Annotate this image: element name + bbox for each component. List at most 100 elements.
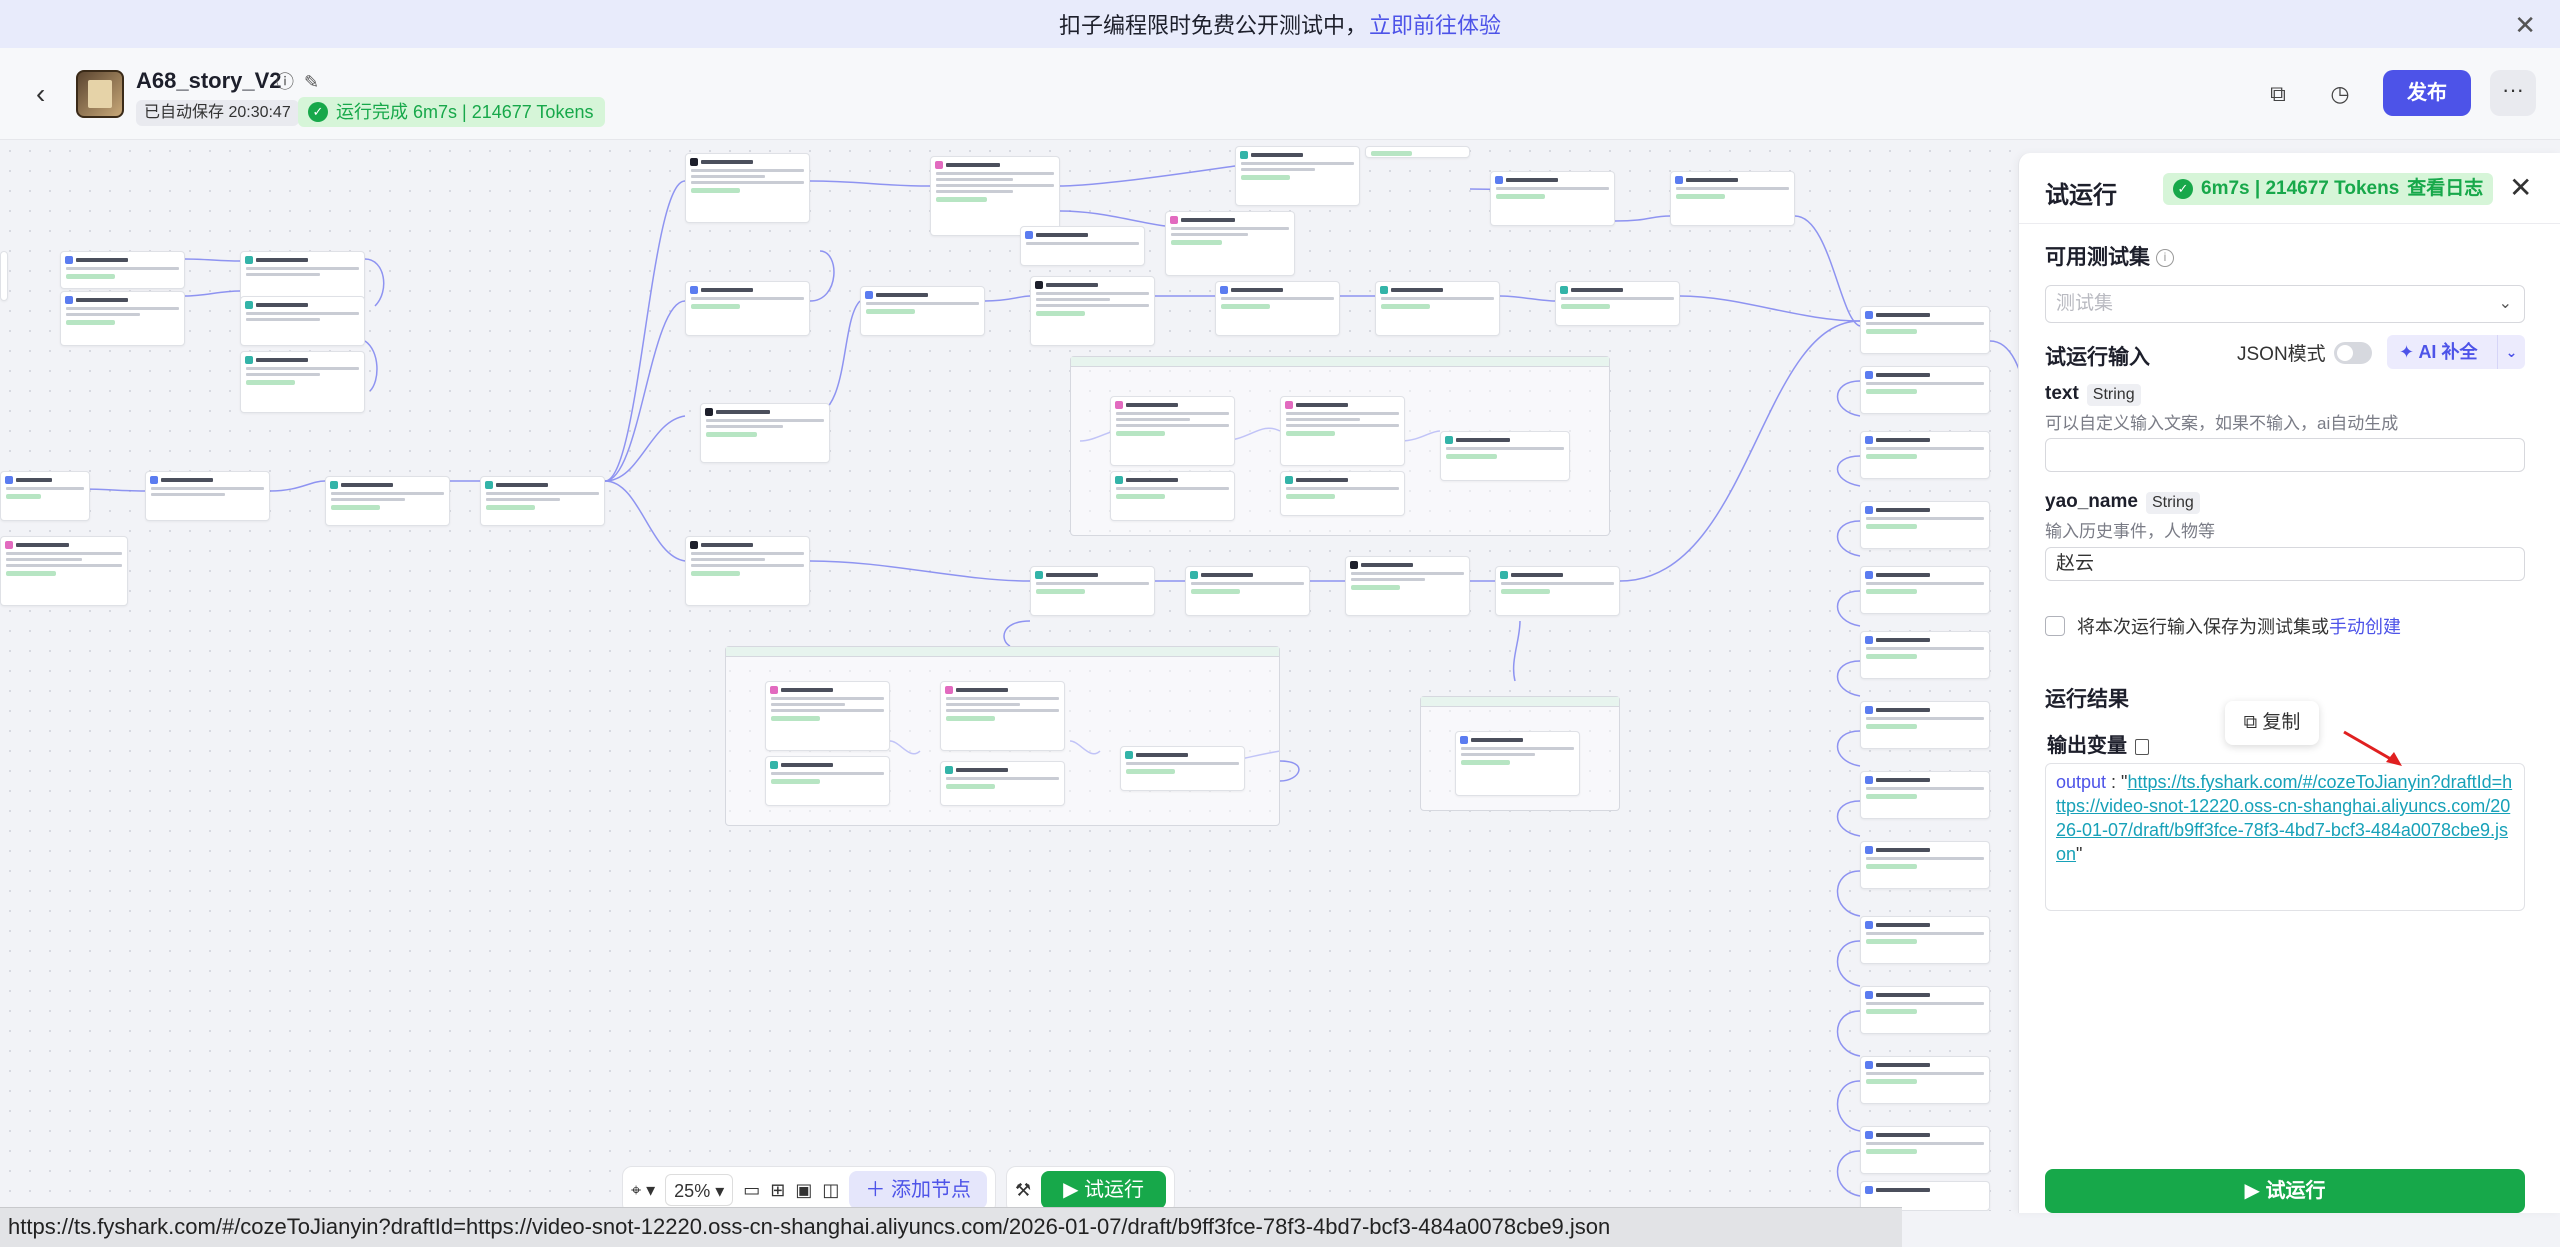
- workflow-node[interactable]: [1555, 281, 1680, 326]
- workflow-node[interactable]: [1860, 1181, 1990, 1211]
- workflow-node[interactable]: [940, 681, 1065, 751]
- output-url-link[interactable]: https://ts.fyshark.com/#/cozeToJianyin?d…: [2056, 772, 2513, 864]
- ai-fill-button[interactable]: ✦ AI 补全 ⌄: [2387, 335, 2525, 369]
- workflow-node[interactable]: [1030, 566, 1155, 616]
- layout-icon[interactable]: ⊞: [770, 1179, 786, 1200]
- workflow-node[interactable]: [1860, 631, 1990, 679]
- workflow-node[interactable]: [1235, 146, 1360, 206]
- view-log-link[interactable]: 查看日志: [2407, 178, 2484, 199]
- close-icon[interactable]: ✕: [2509, 172, 2533, 203]
- yao-name-input[interactable]: 赵云: [2045, 547, 2525, 581]
- output-value-box: output : "https://ts.fyshark.com/#/cozeT…: [2045, 763, 2525, 911]
- toggle-switch[interactable]: [2333, 341, 2372, 364]
- workflow-node[interactable]: [1860, 566, 1990, 614]
- workflow-node[interactable]: [685, 281, 810, 336]
- more-button[interactable]: ···: [2490, 70, 2536, 116]
- history-icon[interactable]: ◷: [2330, 81, 2350, 106]
- workflow-node[interactable]: [1860, 431, 1990, 479]
- workflow-node[interactable]: [1455, 731, 1580, 796]
- workflow-node[interactable]: [1860, 306, 1990, 354]
- minimap-icon[interactable]: ▣: [795, 1179, 813, 1200]
- workflow-node[interactable]: [1860, 841, 1990, 889]
- publish-button[interactable]: 发布: [2383, 70, 2471, 116]
- workflow-node[interactable]: [1215, 281, 1340, 336]
- workflow-node[interactable]: [1670, 171, 1795, 226]
- workflow-node[interactable]: [1440, 431, 1570, 481]
- workflow-node[interactable]: [1020, 226, 1145, 266]
- workflow-node[interactable]: [240, 296, 365, 346]
- save-testset-checkbox[interactable]: [2045, 616, 2065, 636]
- workflow-node[interactable]: [930, 156, 1060, 236]
- workflow-node[interactable]: [860, 286, 985, 336]
- edit-icon[interactable]: ✎: [304, 72, 330, 92]
- workflow-node[interactable]: [1110, 471, 1235, 521]
- testset-select[interactable]: 测试集 ⌄: [2045, 285, 2525, 323]
- workflow-node[interactable]: [1860, 366, 1990, 414]
- workflow-node[interactable]: [0, 471, 90, 521]
- workflow-node[interactable]: [1860, 501, 1990, 549]
- workflow-node[interactable]: [1120, 746, 1245, 791]
- info-icon[interactable]: i: [2156, 249, 2174, 268]
- copy-icon[interactable]: [2135, 738, 2149, 755]
- workflow-node[interactable]: [940, 761, 1065, 806]
- text-input[interactable]: [2045, 438, 2525, 472]
- workflow-node[interactable]: [60, 291, 185, 346]
- workflow-node[interactable]: [1110, 396, 1235, 466]
- workflow-node[interactable]: [240, 351, 365, 413]
- workflow-node[interactable]: [0, 251, 8, 301]
- workflow-node[interactable]: [1280, 396, 1405, 466]
- workflow-node[interactable]: [1280, 471, 1405, 516]
- workflow-node[interactable]: [1345, 556, 1470, 616]
- run-status-text: 运行完成 6m7s | 214677 Tokens: [336, 102, 594, 122]
- run-summary-badge: ✓ 6m7s | 214677 Tokens 查看日志: [2163, 173, 2494, 205]
- copy-icon[interactable]: ⧉: [2270, 81, 2286, 106]
- workflow-node[interactable]: [1030, 276, 1155, 346]
- add-node-button[interactable]: ＋ 添加节点: [849, 1171, 987, 1209]
- run-status-badge[interactable]: ✓ 运行完成 6m7s | 214677 Tokens: [298, 97, 606, 127]
- workflow-node[interactable]: [1365, 146, 1470, 158]
- workflow-node[interactable]: [685, 153, 810, 223]
- workflow-node[interactable]: [1375, 281, 1500, 336]
- workflow-node[interactable]: [765, 681, 890, 751]
- workflow-node[interactable]: [1495, 566, 1620, 616]
- output-label-text: 输出变量: [2047, 735, 2127, 757]
- close-icon[interactable]: ✕: [2514, 10, 2536, 40]
- workflow-canvas[interactable]: [0, 141, 2018, 1211]
- wrench-icon[interactable]: ⚒: [1014, 1179, 1032, 1200]
- chevron-down-icon[interactable]: ⌄: [2497, 335, 2525, 369]
- mouse-mode-icon[interactable]: ⌖ ▾: [631, 1179, 656, 1200]
- manual-create-link[interactable]: 手动创建: [2329, 617, 2401, 637]
- test-run-button[interactable]: ▶ 试运行: [2045, 1169, 2525, 1213]
- workflow-node[interactable]: [240, 251, 365, 301]
- ai-fill-label: AI 补全: [2418, 342, 2478, 362]
- workflow-node[interactable]: [765, 756, 890, 806]
- workflow-node[interactable]: [1185, 566, 1310, 616]
- workflow-node[interactable]: [145, 471, 270, 521]
- workflow-header: ‹ A68_story_V2 ⓘ✎ 已自动保存 20:30:47 ✓ 运行完成 …: [0, 48, 2560, 140]
- workflow-node[interactable]: [325, 476, 450, 526]
- workflow-node[interactable]: [1860, 701, 1990, 749]
- zoom-select[interactable]: 25% ▾: [665, 1174, 734, 1206]
- workflow-node[interactable]: [1860, 1056, 1990, 1104]
- workflow-node[interactable]: [1860, 916, 1990, 964]
- workflow-node[interactable]: [60, 251, 185, 289]
- chevron-left-icon[interactable]: ‹: [36, 78, 46, 109]
- info-icon[interactable]: ⓘ: [276, 72, 304, 92]
- workflow-node[interactable]: [480, 476, 605, 526]
- workflow-node[interactable]: [0, 536, 128, 606]
- workflow-node[interactable]: [1860, 1126, 1990, 1174]
- lock-icon[interactable]: ◫: [822, 1179, 840, 1200]
- workflow-node[interactable]: [1860, 986, 1990, 1034]
- run-button[interactable]: ▶ 试运行: [1041, 1171, 1167, 1209]
- comment-icon[interactable]: ▭: [743, 1179, 761, 1200]
- workflow-node[interactable]: [1860, 771, 1990, 819]
- workflow-node[interactable]: [700, 403, 830, 463]
- check-circle-icon: ✓: [308, 102, 328, 122]
- json-mode-toggle[interactable]: JSON模式: [2237, 339, 2372, 366]
- workflow-node[interactable]: [685, 536, 810, 606]
- banner-link[interactable]: 立即前往体验: [1369, 13, 1502, 38]
- workflow-node[interactable]: [1165, 211, 1295, 276]
- workflow-node[interactable]: [1490, 171, 1615, 226]
